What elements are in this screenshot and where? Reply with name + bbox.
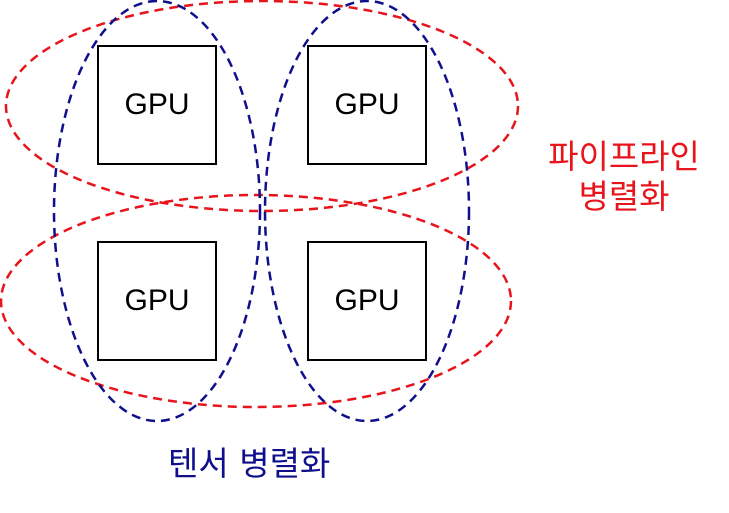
pipeline-group-bottom — [0, 193, 513, 409]
gpu-box-bottom-right: GPU — [307, 241, 427, 361]
gpu-box-bottom-left: GPU — [97, 241, 217, 361]
gpu-label: GPU — [334, 88, 400, 121]
gpu-box-top-right: GPU — [307, 45, 427, 165]
pipeline-group-top — [4, 0, 520, 213]
pipeline-label-line2: 병렬화 — [578, 177, 670, 216]
pipeline-label-line1: 파이프라인 — [548, 137, 700, 176]
pipeline-parallel-label: 파이프라인 병렬화 — [529, 137, 719, 217]
tensor-group-left — [52, 0, 262, 423]
tensor-group-right — [263, 0, 471, 423]
tensor-parallel-label: 텐서 병렬화 — [168, 444, 331, 483]
gpu-label: GPU — [334, 284, 400, 317]
gpu-label: GPU — [124, 88, 190, 121]
gpu-box-top-left: GPU — [97, 45, 217, 165]
gpu-label: GPU — [124, 284, 190, 317]
